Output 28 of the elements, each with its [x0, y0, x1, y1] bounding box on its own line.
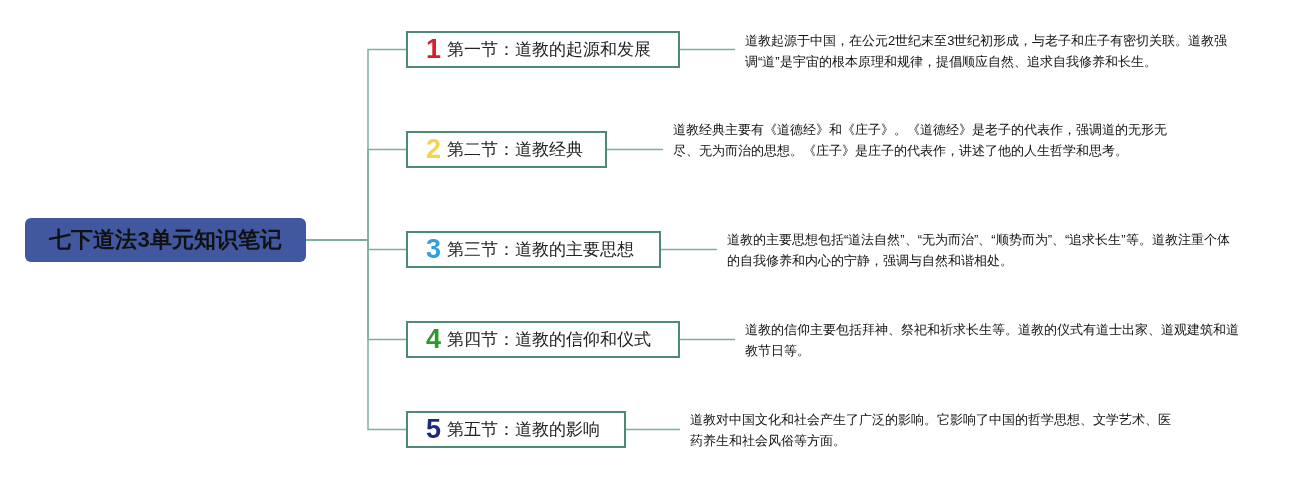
connector-line — [679, 48, 736, 51]
section-box — [406, 411, 626, 448]
note-text: 道教的主要思想包括“道法自然”、“无为而治”、“顺势而为”、“追求长生”等。道教注重个体的自我修养和内心的宁静，强调与自然和谐相处。 — [727, 229, 1232, 271]
connector-line — [305, 239, 407, 431]
section-title: 第二节：道教经典 — [447, 139, 584, 161]
section-box — [406, 131, 607, 168]
note-text: 道教经典主要有《道德经》和《庄子》。《道德经》是老子的代表作，强调道的无形无尽、无为而治的思想。《庄子》是庄子的代表作，讲述了他的人生哲学和思考。 — [673, 119, 1168, 161]
section-number: 1 — [426, 36, 442, 63]
note-text: 道教起源于中国，在公元2世纪末至3世纪初形成，与老子和庄子有密切关联。道教强调“道”是宇宙的根本原理和规律，提倡顺应自然、追求自我修养和长生。 — [745, 30, 1245, 72]
note-text: 道教的信仰主要包括拜神、祭祀和祈求长生等。道教的仪式有道士出家、道观建筑和道教节日等。 — [745, 319, 1245, 361]
connector-line — [679, 338, 736, 341]
section-number: 4 — [426, 326, 442, 353]
section-title: 第四节：道教的信仰和仪式 — [447, 329, 652, 351]
topic-title: 七下道法3单元知识笔记 — [49, 226, 282, 254]
section-box — [406, 321, 680, 358]
section-number: 5 — [426, 416, 442, 443]
connector-line — [606, 148, 664, 151]
section-title: 第三节：道教的主要思想 — [447, 239, 635, 261]
section-title: 第五节：道教的影响 — [447, 419, 601, 441]
connector-line — [660, 248, 718, 251]
section-box — [406, 31, 680, 68]
section-box — [406, 231, 661, 268]
note-text: 道教对中国文化和社会产生了广泛的影响。它影响了中国的哲学思想、文学艺术、医药养生和社会风俗等方面。 — [690, 409, 1175, 451]
section-number: 3 — [426, 236, 442, 263]
section-number: 2 — [426, 136, 442, 163]
connector-line — [625, 428, 681, 431]
topic-box — [25, 218, 306, 262]
section-title: 第一节：道教的起源和发展 — [447, 39, 652, 61]
